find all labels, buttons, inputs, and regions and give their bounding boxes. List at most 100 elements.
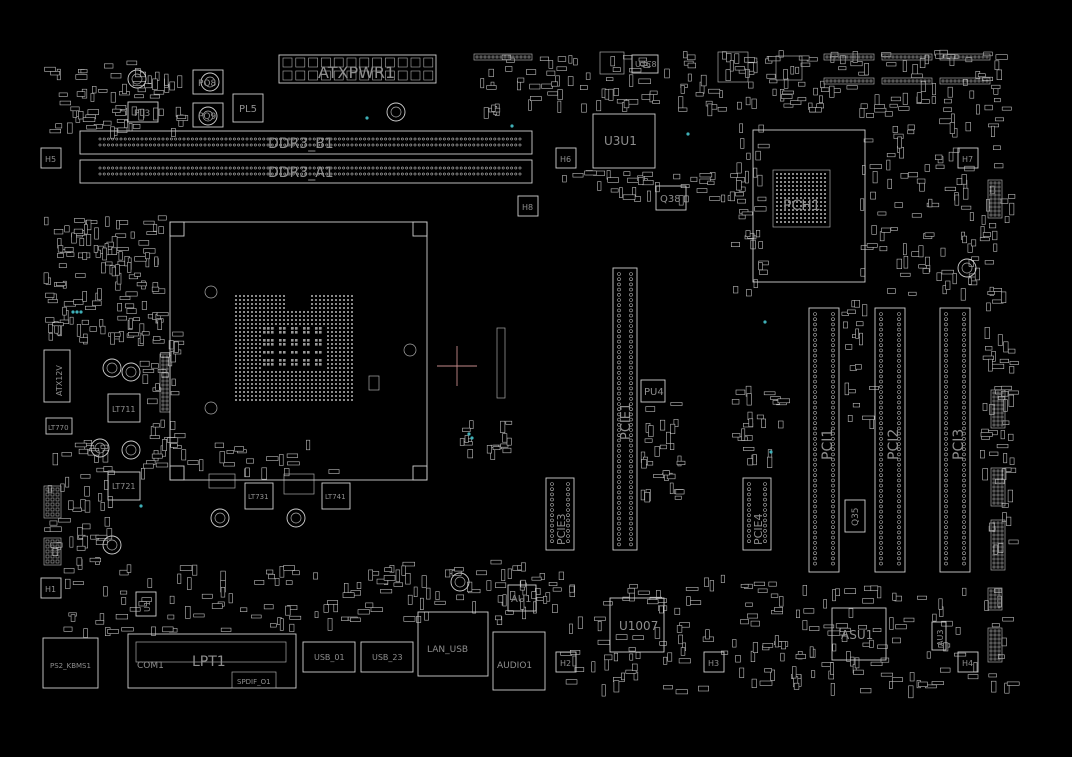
atx-pin (385, 57, 395, 68)
slot-pin (763, 513, 767, 518)
slot-pin (566, 523, 570, 528)
smd-part (1001, 291, 1007, 303)
slot-pin (879, 462, 883, 467)
atx12v-label: ATX12V (55, 365, 64, 396)
slot-pin (944, 332, 948, 337)
smd-part (994, 60, 1000, 70)
smd-part (279, 565, 285, 578)
dimm-pin (262, 166, 266, 170)
dimm-pin (274, 137, 278, 141)
slot-pin (813, 343, 817, 348)
smd-part (764, 668, 772, 673)
pch-ball (800, 213, 802, 215)
cpu-pin (239, 307, 241, 309)
pch-ball (804, 205, 806, 207)
cpu-pin (335, 335, 337, 337)
slot-pin (617, 417, 621, 422)
pch-ball (800, 193, 802, 195)
lt731-label: LT731 (248, 493, 269, 501)
cpu-pin (255, 363, 257, 365)
smd-part (1000, 198, 1009, 204)
header-pin (887, 55, 891, 59)
smd-part (610, 188, 619, 193)
atx-pin (321, 57, 331, 68)
chip-au3: AU3 (931, 621, 947, 651)
header-pin (996, 497, 1000, 501)
smd-part (486, 580, 492, 591)
smd-part (774, 635, 779, 648)
dimm-pin (98, 143, 102, 147)
pch-ball (804, 177, 806, 179)
dimm-pin (472, 172, 476, 176)
dimm-pin (304, 143, 308, 147)
pch-ball (780, 177, 782, 179)
header-pin (996, 419, 1000, 423)
smd-part (695, 92, 704, 97)
header-pin (993, 185, 997, 189)
header-pin (977, 79, 981, 83)
slot-pin (617, 438, 621, 443)
header-pin (997, 205, 1001, 209)
slot-pin (879, 322, 883, 327)
cpu-pin (351, 355, 353, 357)
dimm-pin (392, 172, 396, 176)
slot-pin (879, 535, 883, 540)
slot-pin (617, 454, 621, 458)
dimm-pin (279, 143, 283, 147)
slot-pin (944, 525, 948, 530)
header-pin (945, 79, 949, 83)
slot-pin (617, 350, 621, 354)
slot-pin (617, 308, 621, 313)
smd-part (488, 68, 494, 77)
cpu-pin (235, 355, 237, 357)
slot-pin (831, 551, 835, 556)
smd-part (1009, 361, 1019, 365)
dimm-pin (447, 143, 451, 147)
slot-pin (897, 353, 901, 358)
cpu-pin (251, 387, 253, 389)
smd-part (734, 66, 745, 71)
dimm-pin (207, 166, 211, 170)
cpu-pin (239, 391, 241, 393)
cpu-pin (263, 319, 265, 321)
cpu-pin (339, 363, 341, 365)
header-pin (55, 554, 60, 559)
cpu-pad (307, 327, 310, 330)
slot-pin (617, 459, 621, 464)
smd-part (67, 122, 73, 134)
cpu-pin (327, 351, 329, 353)
smd-part (884, 111, 893, 117)
slot-pin (629, 532, 633, 536)
slot-pin (629, 422, 633, 427)
smd-part (139, 360, 150, 367)
dimm-pin (426, 172, 430, 176)
cpu-pin (343, 335, 345, 337)
dimm-pin (476, 172, 480, 176)
cpu-pin (255, 343, 257, 345)
cpu-pin (243, 375, 245, 377)
smd-part (557, 89, 563, 100)
cpu-pin (295, 383, 297, 385)
smd-part (954, 652, 967, 657)
dimm-pin (346, 172, 350, 176)
pch-ball (792, 177, 794, 179)
smd-part (892, 592, 897, 601)
header-pin (993, 201, 997, 205)
cpu-pin (287, 391, 289, 393)
smd-part (678, 195, 684, 206)
pin-header (881, 77, 933, 85)
cpu-pin (279, 295, 281, 297)
slot-pin (897, 410, 901, 415)
component (717, 51, 749, 83)
cpu-pin (331, 339, 333, 341)
cpu-pin (347, 307, 349, 309)
cpu-pin (255, 299, 257, 301)
cpu-pin (299, 379, 301, 381)
atx-pin (397, 57, 408, 68)
smd-part (383, 575, 396, 581)
smd-part (151, 286, 160, 292)
smd-part (105, 216, 110, 227)
cpu-pad (295, 343, 298, 346)
smd-part (737, 198, 746, 204)
smd-part (751, 678, 757, 688)
